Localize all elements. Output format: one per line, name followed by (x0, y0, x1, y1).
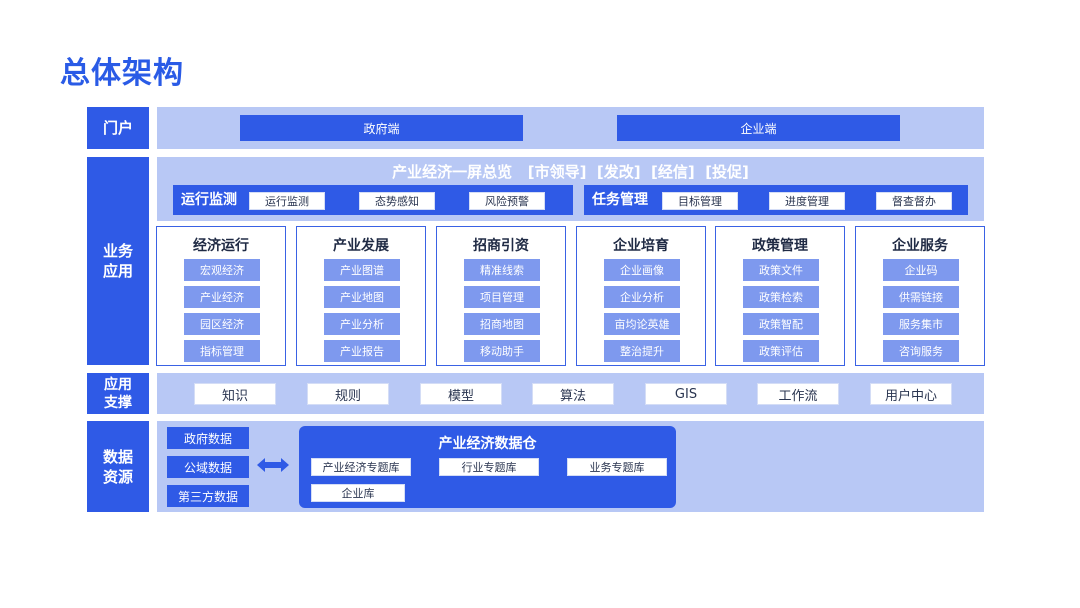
support-item[interactable]: 知识 (194, 383, 276, 405)
support-item[interactable]: 模型 (420, 383, 502, 405)
task-item[interactable]: 进度管理 (769, 192, 845, 210)
monitor-item[interactable]: 风险预警 (469, 192, 545, 210)
module-card-industry: 产业发展 产业图谱 产业地图 产业分析 产业报告 (296, 226, 426, 366)
module-item[interactable]: 亩均论英雄 (604, 313, 680, 335)
module-title: 产业发展 (333, 238, 389, 254)
module-item[interactable]: 招商地图 (464, 313, 540, 335)
module-item[interactable]: 产业图谱 (324, 259, 400, 281)
module-item[interactable]: 政策检索 (743, 286, 819, 308)
business-banner: 产业经济一屏总览 [市领导] [发改] [经信] [投促] (392, 163, 749, 181)
module-item[interactable]: 精准线索 (464, 259, 540, 281)
module-item[interactable]: 项目管理 (464, 286, 540, 308)
portal-enterprise[interactable]: 企业端 (617, 115, 900, 141)
task-group: 任务管理 目标管理 进度管理 督查督办 (584, 185, 968, 215)
layer-label-data: 数据 资源 (87, 421, 149, 512)
support-band: 知识 规则 模型 算法 GIS 工作流 用户中心 (157, 373, 984, 414)
task-title: 任务管理 (592, 192, 648, 208)
module-card-service: 企业服务 企业码 供需链接 服务集市 咨询服务 (855, 226, 985, 366)
module-item[interactable]: 指标管理 (184, 340, 260, 362)
module-card-policy: 政策管理 政策文件 政策检索 政策智配 政策评估 (715, 226, 845, 366)
module-title: 企业服务 (892, 238, 948, 254)
portal-band: 政府端 企业端 (157, 107, 984, 149)
module-item[interactable]: 产业报告 (324, 340, 400, 362)
module-item[interactable]: 企业码 (883, 259, 959, 281)
business-band: 产业经济一屏总览 [市领导] [发改] [经信] [投促] 运行监测 运行监测 … (157, 157, 984, 221)
module-card-economy: 经济运行 宏观经济 产业经济 园区经济 指标管理 (156, 226, 286, 366)
support-item[interactable]: 规则 (307, 383, 389, 405)
module-title: 政策管理 (752, 238, 808, 254)
layer-label-business: 业务 应用 (87, 157, 149, 365)
monitor-group: 运行监测 运行监测 态势感知 风险预警 (173, 185, 573, 215)
monitor-item[interactable]: 运行监测 (249, 192, 325, 210)
warehouse-item[interactable]: 行业专题库 (439, 458, 539, 476)
task-item[interactable]: 督查督办 (876, 192, 952, 210)
data-source[interactable]: 政府数据 (167, 427, 249, 449)
layer-label-portal: 门户 (87, 107, 149, 149)
module-item[interactable]: 园区经济 (184, 313, 260, 335)
warehouse-item[interactable]: 业务专题库 (567, 458, 667, 476)
module-item[interactable]: 政策文件 (743, 259, 819, 281)
module-item[interactable]: 政策智配 (743, 313, 819, 335)
module-card-cultivation: 企业培育 企业画像 企业分析 亩均论英雄 整治提升 (576, 226, 706, 366)
module-item[interactable]: 移动助手 (464, 340, 540, 362)
data-warehouse: 产业经济数据仓 产业经济专题库 行业专题库 业务专题库 企业库 (299, 426, 676, 508)
module-title: 招商引资 (473, 238, 529, 254)
module-item[interactable]: 产业经济 (184, 286, 260, 308)
monitor-item[interactable]: 态势感知 (359, 192, 435, 210)
portal-government[interactable]: 政府端 (240, 115, 523, 141)
warehouse-item[interactable]: 企业库 (311, 484, 405, 502)
monitor-title: 运行监测 (181, 192, 237, 208)
module-card-investment: 招商引资 精准线索 项目管理 招商地图 移动助手 (436, 226, 566, 366)
module-item[interactable]: 咨询服务 (883, 340, 959, 362)
support-item[interactable]: 算法 (532, 383, 614, 405)
module-item[interactable]: 供需链接 (883, 286, 959, 308)
module-item[interactable]: 宏观经济 (184, 259, 260, 281)
module-item[interactable]: 企业画像 (604, 259, 680, 281)
data-source[interactable]: 公域数据 (167, 456, 249, 478)
module-item[interactable]: 整治提升 (604, 340, 680, 362)
page-title: 总体架构 (60, 56, 184, 91)
data-band: 政府数据 公域数据 第三方数据 产业经济数据仓 产业经济专题库 行业专题库 业务… (157, 421, 984, 512)
module-item[interactable]: 产业地图 (324, 286, 400, 308)
module-item[interactable]: 服务集市 (883, 313, 959, 335)
support-item[interactable]: GIS (645, 383, 727, 405)
module-item[interactable]: 企业分析 (604, 286, 680, 308)
support-item[interactable]: 用户中心 (870, 383, 952, 405)
module-item[interactable]: 政策评估 (743, 340, 819, 362)
module-title: 企业培育 (613, 238, 669, 254)
layer-label-support: 应用 支撑 (87, 373, 149, 414)
warehouse-item[interactable]: 产业经济专题库 (311, 458, 411, 476)
data-source[interactable]: 第三方数据 (167, 485, 249, 507)
warehouse-title: 产业经济数据仓 (438, 436, 537, 452)
support-item[interactable]: 工作流 (757, 383, 839, 405)
task-item[interactable]: 目标管理 (662, 192, 738, 210)
bidirectional-arrow-icon (257, 458, 289, 472)
module-item[interactable]: 产业分析 (324, 313, 400, 335)
module-title: 经济运行 (193, 238, 249, 254)
